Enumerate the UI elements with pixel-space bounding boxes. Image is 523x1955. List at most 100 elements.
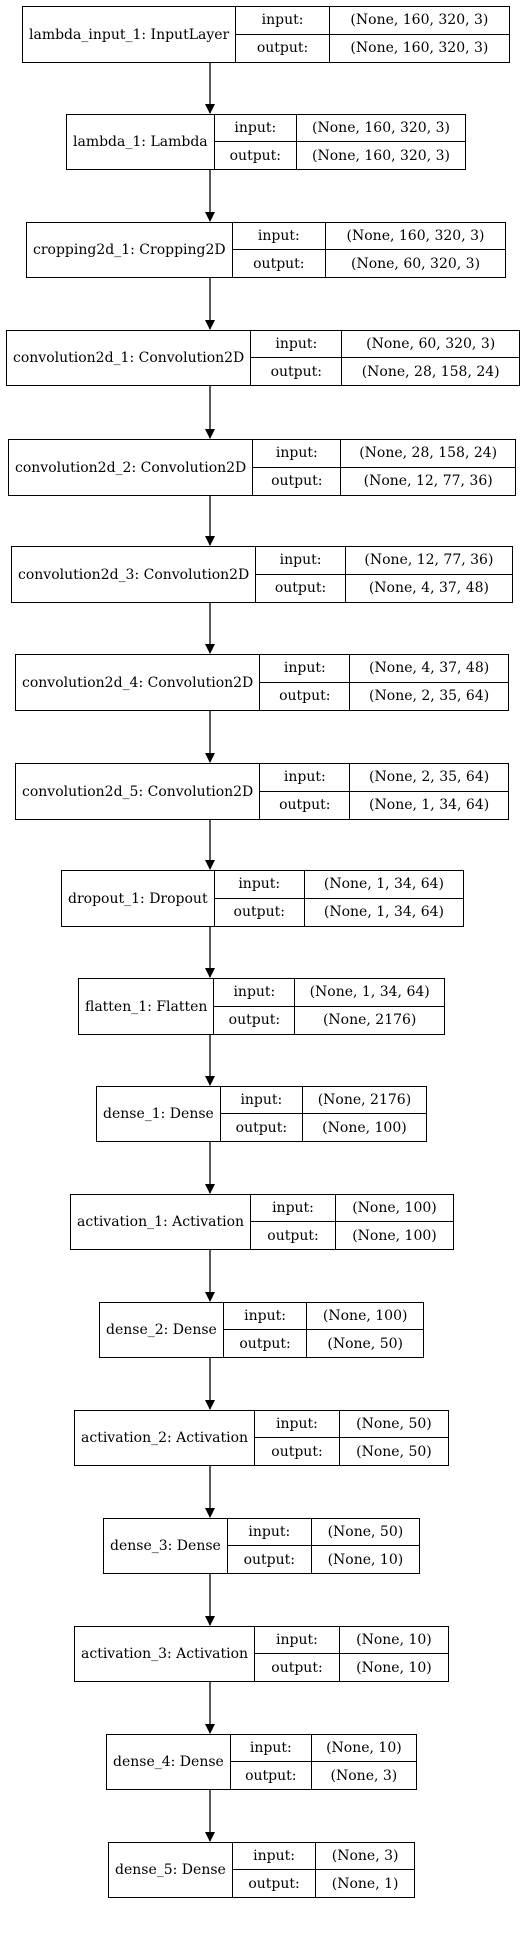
layer-name: dense_1: Dense xyxy=(97,1087,221,1141)
input-shape: (None, 2, 35, 64) xyxy=(350,764,508,792)
output-label: output: xyxy=(231,1762,312,1789)
input-shape: (None, 4, 37, 48) xyxy=(350,655,508,683)
output-shape: (None, 160, 320, 3) xyxy=(350,40,489,57)
input-label: input: xyxy=(253,440,342,468)
output-shape: (None, 60, 320, 3) xyxy=(350,255,481,272)
input-shape: (None, 160, 320, 3) xyxy=(326,223,505,250)
output-label: output: xyxy=(251,358,343,385)
input-shape: (None, 28, 158, 24) xyxy=(341,440,515,468)
input-shape: (None, 2176) xyxy=(302,1087,426,1114)
output-label: output: xyxy=(260,791,351,819)
input-shape: (None, 10) xyxy=(339,1627,448,1654)
input-label: input: xyxy=(232,1843,317,1870)
output-label: output: xyxy=(233,250,327,277)
input-shape: (None, 3) xyxy=(316,1843,414,1870)
layer-name: dense_4: Dense xyxy=(107,1735,231,1789)
output-shape: (None, 10) xyxy=(327,1551,404,1568)
input-label: input: xyxy=(214,871,305,899)
output-label: output: xyxy=(215,142,298,169)
output-label: output: xyxy=(221,1114,303,1141)
input-shape: (None, 100) xyxy=(307,1303,423,1330)
layer-name: flatten_1: Flatten xyxy=(79,979,215,1034)
layer-name: convolution2d_1: Convolution2D xyxy=(7,331,252,385)
input-shape: (None, 10) xyxy=(311,1735,416,1762)
layer-name: dense_2: Dense xyxy=(100,1303,224,1357)
output-label: output: xyxy=(260,682,351,710)
input-label: input: xyxy=(214,979,296,1007)
output-shape: (None, 28, 158, 24) xyxy=(361,363,500,380)
layer-name: dropout_1: Dropout xyxy=(62,871,215,926)
input-label: input: xyxy=(251,1195,336,1222)
layer-name: lambda_1: Lambda xyxy=(67,115,215,169)
layer-name: dense_3: Dense xyxy=(104,1519,228,1573)
output-shape: (None, 2176) xyxy=(322,1012,417,1029)
output-shape: (None, 50) xyxy=(327,1335,403,1352)
input-shape: (None, 50) xyxy=(311,1519,419,1546)
output-shape: (None, 1, 34, 64) xyxy=(323,904,445,921)
output-label: output: xyxy=(253,467,342,495)
output-label: output: xyxy=(215,898,305,926)
layer-name: convolution2d_5: Convolution2D xyxy=(16,764,261,819)
input-label: input: xyxy=(260,764,351,792)
input-shape: (None, 60, 320, 3) xyxy=(342,331,519,358)
input-shape: (None, 50) xyxy=(339,1411,448,1438)
layer-name: activation_2: Activation xyxy=(75,1411,256,1465)
output-shape: (None, 3) xyxy=(330,1767,398,1784)
input-shape: (None, 12, 77, 36) xyxy=(345,547,512,575)
input-label: input: xyxy=(214,115,298,142)
input-label: input: xyxy=(236,7,330,35)
output-shape: (None, 1) xyxy=(331,1875,399,1892)
input-shape: (None, 1, 34, 64) xyxy=(295,979,444,1007)
layer-name: lambda_input_1: InputLayer xyxy=(23,7,237,62)
output-shape: (None, 100) xyxy=(352,1227,437,1244)
output-label: output: xyxy=(256,574,346,602)
layer-name: convolution2d_3: Convolution2D xyxy=(12,547,257,602)
layer-name: convolution2d_4: Convolution2D xyxy=(16,655,261,710)
input-label: input: xyxy=(255,1627,340,1654)
output-label: output: xyxy=(236,34,330,62)
output-shape: (None, 50) xyxy=(356,1443,432,1460)
input-label: input: xyxy=(220,1087,303,1114)
input-label: input: xyxy=(251,331,343,358)
output-shape: (None, 100) xyxy=(322,1119,407,1136)
input-label: input: xyxy=(227,1519,312,1546)
layer-name: dense_5: Dense xyxy=(109,1843,233,1897)
layer-name: activation_1: Activation xyxy=(71,1195,252,1249)
layer-name: activation_3: Activation xyxy=(75,1627,256,1681)
input-shape: (None, 160, 320, 3) xyxy=(297,115,465,142)
output-label: output: xyxy=(255,1438,340,1465)
input-shape: (None, 160, 320, 3) xyxy=(329,7,509,35)
input-label: input: xyxy=(223,1303,308,1330)
output-shape: (None, 160, 320, 3) xyxy=(312,147,450,164)
input-label: input: xyxy=(232,223,327,250)
output-shape: (None, 2, 35, 64) xyxy=(369,688,490,705)
input-label: input: xyxy=(260,655,351,683)
output-label: output: xyxy=(233,1870,317,1897)
output-shape: (None, 10) xyxy=(356,1659,432,1676)
input-shape: (None, 100) xyxy=(335,1195,453,1222)
output-label: output: xyxy=(224,1330,308,1357)
output-shape: (None, 4, 37, 48) xyxy=(368,580,489,597)
output-shape: (None, 12, 77, 36) xyxy=(363,473,493,490)
input-label: input: xyxy=(230,1735,312,1762)
output-shape: (None, 1, 34, 64) xyxy=(369,797,490,814)
output-label: output: xyxy=(214,1006,296,1034)
output-label: output: xyxy=(228,1546,312,1573)
